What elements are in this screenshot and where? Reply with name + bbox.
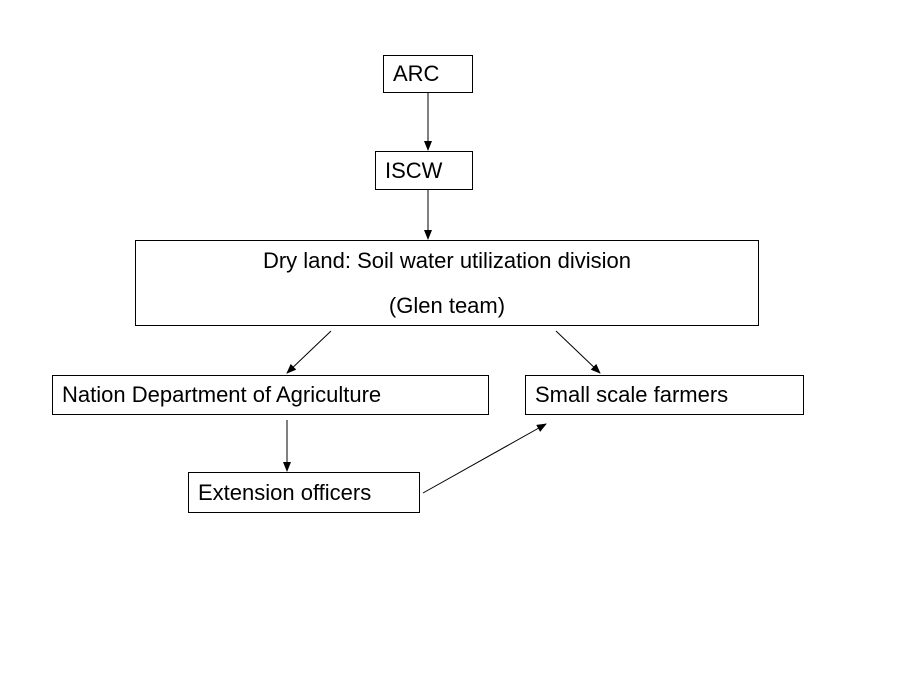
node-arc-label: ARC	[393, 61, 440, 86]
node-dryland-subtitle: (Glen team)	[388, 293, 506, 318]
node-arc: ARC	[383, 55, 473, 93]
node-dryland-title: Dry land: Soil water utilization divisio…	[262, 248, 632, 273]
node-small-scale-farmers-label: Small scale farmers	[535, 382, 729, 407]
node-national-department-label: Nation Department of Agriculture	[62, 382, 382, 407]
node-small-scale-farmers: Small scale farmers	[525, 375, 804, 415]
node-national-department: Nation Department of Agriculture	[52, 375, 489, 415]
node-extension-officers-label: Extension officers	[198, 479, 372, 505]
arrow-ext-to-ssf	[422, 423, 547, 494]
node-extension-officers: Extension officers	[188, 472, 420, 513]
node-iscw-label: ISCW	[385, 157, 443, 183]
node-iscw: ISCW	[375, 151, 473, 190]
arrow-dryland-to-ssf	[555, 330, 601, 374]
arrow-dryland-to-nda	[286, 330, 332, 374]
node-dryland-division: Dry land: Soil water utilization divisio…	[135, 240, 759, 326]
